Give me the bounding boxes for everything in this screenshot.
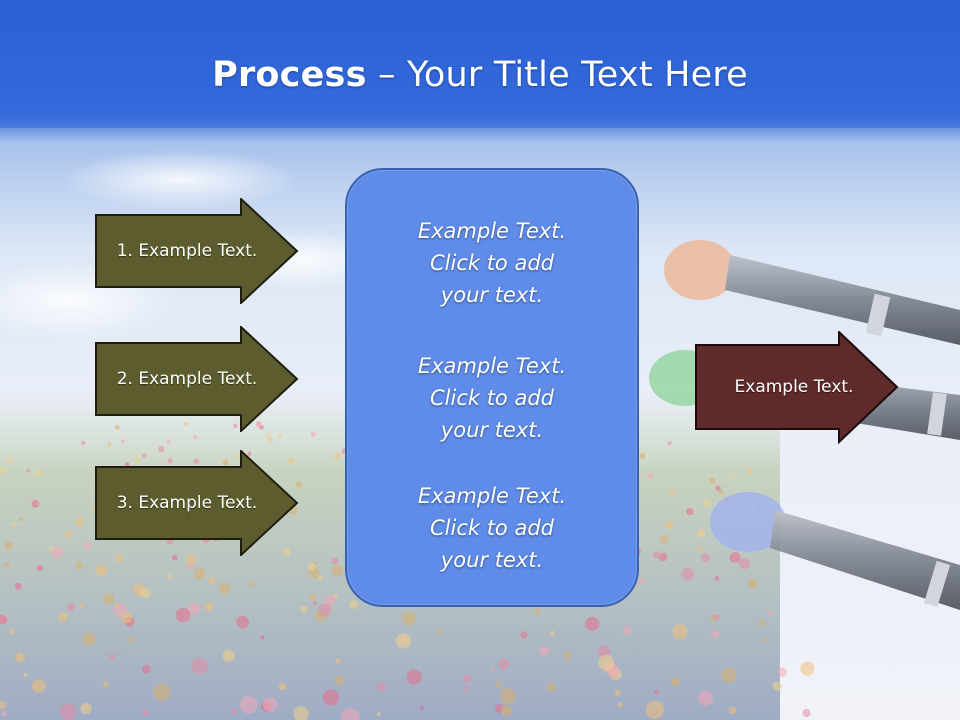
arrow-label: Example Text.: [734, 377, 854, 397]
center-item-2: Example Text. Click to add your text.: [347, 350, 637, 446]
arrow-label: 3. Example Text.: [116, 493, 258, 513]
item-line: Click to add: [429, 251, 554, 275]
title-bold: Process: [212, 55, 367, 95]
item-line: Click to add: [429, 386, 554, 410]
item-line: your text.: [440, 418, 544, 442]
item-line: Example Text.: [417, 354, 567, 378]
center-item-3: Example Text. Click to add your text.: [347, 480, 637, 576]
arrow-label: 2. Example Text.: [116, 369, 258, 389]
item-line: Example Text.: [417, 484, 567, 508]
item-line: your text.: [440, 283, 544, 307]
arrow-shape: [95, 326, 299, 432]
item-line: your text.: [440, 548, 544, 572]
arrow-shape: [95, 198, 299, 304]
center-text-box[interactable]: Example Text. Click to add your text. Ex…: [345, 168, 639, 607]
center-item-1: Example Text. Click to add your text.: [347, 215, 637, 311]
process-arrow-1[interactable]: 1. Example Text.: [95, 198, 299, 304]
item-line: Click to add: [429, 516, 554, 540]
title-rest: – Your Title Text Here: [366, 55, 748, 95]
result-arrow[interactable]: Example Text.: [695, 331, 899, 445]
process-arrow-3[interactable]: 3. Example Text.: [95, 450, 299, 556]
arrow-shape: [695, 331, 899, 445]
arrow-shape: [95, 450, 299, 556]
slide-title: Process – Your Title Text Here: [0, 52, 960, 98]
process-arrow-2[interactable]: 2. Example Text.: [95, 326, 299, 432]
arrow-label: 1. Example Text.: [116, 241, 258, 261]
item-line: Example Text.: [417, 219, 567, 243]
